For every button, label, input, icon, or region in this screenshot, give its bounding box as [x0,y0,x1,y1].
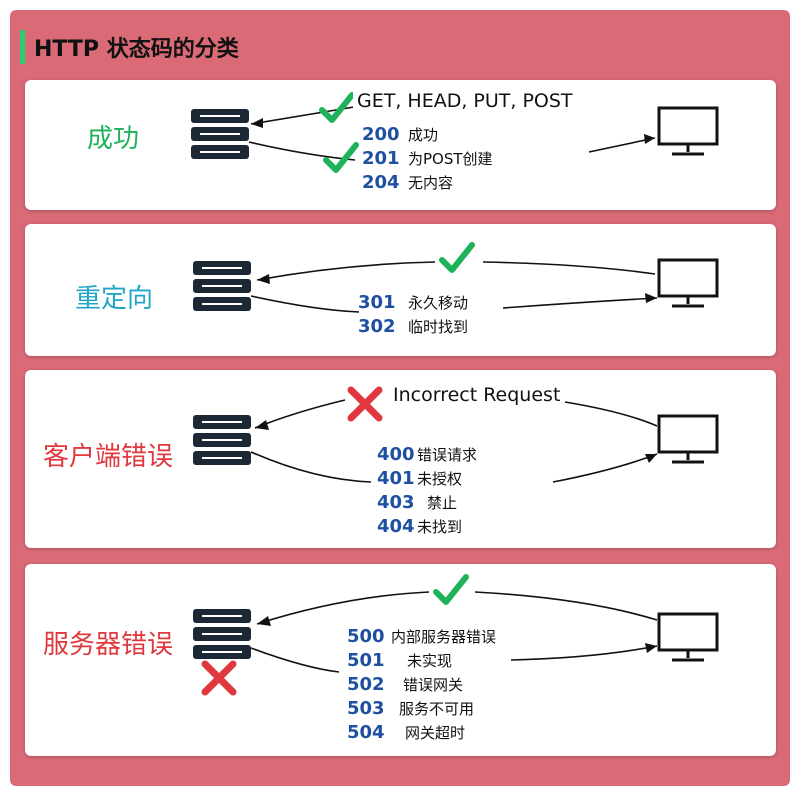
client-monitor-icon [657,106,719,162]
status-description: 无内容 [408,174,454,192]
check-icon [319,92,355,128]
arrows [250,399,658,483]
panel-server-error: 服务器错误 500 内部服务器错误 [25,564,776,756]
status-code: 404 [377,516,415,537]
panel-client-error: 客户端错误 Incorrect Request 400 错误 [25,370,776,548]
status-code-list: 400 错误请求 401 未授权 403 禁止 404 未找到 [377,444,477,540]
title-bar: HTTP 状态码的分类 [20,30,239,64]
status-code-row: 204 无内容 [362,172,493,196]
status-code-row: 503 服务不可用 [347,698,496,722]
status-code-list: 301 永久移动 302 临时找到 [358,292,468,340]
status-description: 服务不可用 [399,700,475,718]
server-icon [192,608,252,666]
status-code-row: 301 永久移动 [358,292,468,316]
status-description: 错误网关 [403,676,464,694]
server-icon [192,260,252,318]
status-code: 500 [347,626,385,647]
request-label: Incorrect Request [389,384,565,406]
category-label: 成功 [87,124,140,154]
status-code: 204 [362,172,400,193]
check-icon [433,574,469,610]
panel-success: 成功 GET, HEAD, PUT, POST 200 [25,80,776,210]
status-description: 错误请求 [417,446,478,464]
arrows [250,591,658,673]
status-description: 禁止 [427,494,458,512]
status-code-row: 401 未授权 [377,468,477,492]
status-code: 502 [347,674,385,695]
client-monitor-icon [657,612,719,668]
status-code-list: 500 内部服务器错误 501 未实现 502 错误网关 503 服务不可用 5… [347,626,496,746]
category-label: 客户端错误 [43,442,174,472]
status-description: 临时找到 [408,318,469,336]
status-code: 504 [347,722,385,743]
status-code: 400 [377,444,415,465]
status-code: 301 [358,292,396,313]
title-accent [20,30,25,64]
cross-icon [345,384,385,428]
status-code-row: 502 错误网关 [347,674,496,698]
panel-redirect: 重定向 301 永久移动 302 [25,224,776,356]
status-description: 未实现 [407,652,453,670]
server-icon [190,108,250,166]
client-monitor-icon [657,414,719,470]
status-code-row: 400 错误请求 [377,444,477,468]
status-code: 401 [377,468,415,489]
status-description: 为POST创建 [408,150,493,168]
status-code-row: 500 内部服务器错误 [347,626,496,650]
request-methods-label: GET, HEAD, PUT, POST [353,90,577,112]
status-code: 200 [362,124,400,145]
status-code: 503 [347,698,385,719]
cross-icon [199,658,239,702]
status-code: 201 [362,148,400,169]
client-monitor-icon [657,258,719,314]
status-code-row: 201 为POST创建 [362,148,493,172]
status-code-row: 200 成功 [362,124,493,148]
status-code-row: 501 未实现 [347,650,496,674]
status-description: 未找到 [417,518,463,536]
status-description: 内部服务器错误 [391,628,497,646]
status-description: 网关超时 [405,724,466,742]
status-code: 403 [377,492,415,513]
status-code-row: 403 禁止 [377,492,477,516]
check-icon [323,142,359,178]
status-description: 成功 [408,126,439,144]
status-code: 302 [358,316,396,337]
status-code: 501 [347,650,385,671]
status-code-row: 302 临时找到 [358,316,468,340]
status-description: 未授权 [417,470,463,488]
status-code-list: 200 成功 201 为POST创建 204 无内容 [362,124,493,196]
arrows [250,261,658,313]
category-label: 服务器错误 [43,630,174,660]
status-code-row: 504 网关超时 [347,722,496,746]
status-description: 永久移动 [408,294,469,312]
status-code-row: 404 未找到 [377,516,477,540]
page-title: HTTP 状态码的分类 [34,37,239,62]
check-icon [439,242,475,278]
category-label: 重定向 [75,284,154,314]
server-icon [192,414,252,472]
